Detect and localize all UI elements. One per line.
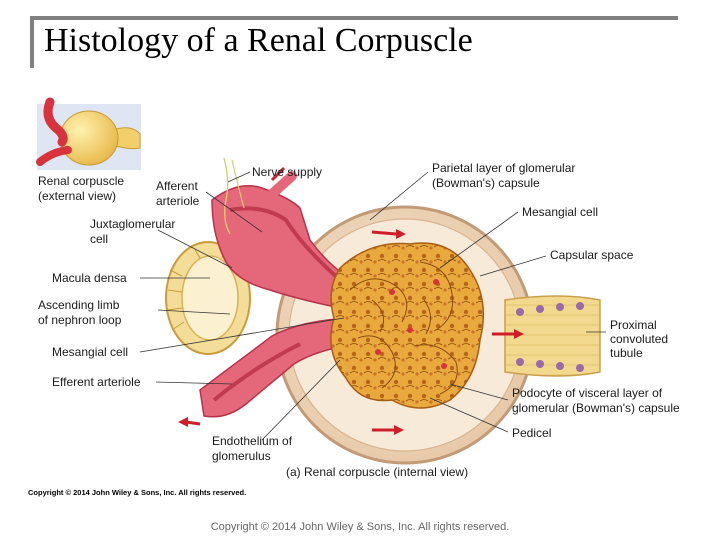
title-left-rule	[30, 16, 34, 68]
main-diagram	[165, 157, 601, 465]
label-renal-corpuscle-external: Renal corpuscle	[38, 174, 124, 188]
title-top-rule	[30, 16, 678, 20]
label-mesangial-cell-left: Mesangial cell	[52, 345, 128, 359]
label-mesangial-cell-right: Mesangial cell	[522, 205, 598, 219]
glomerulus	[330, 242, 485, 409]
label-proximal-tubule: Proximal	[610, 318, 657, 332]
label-podocyte-2: glomerular (Bowman's) capsule	[512, 401, 680, 415]
label-parietal-layer: Parietal layer of glomerular	[432, 161, 575, 175]
label-juxtaglomerular-cell-2: cell	[90, 232, 108, 246]
label-nerve-supply: Nerve supply	[252, 165, 322, 179]
leader-lines	[139, 171, 606, 441]
image-credit: Copyright © 2014 John Wiley & Sons, Inc.…	[28, 488, 246, 497]
label-endothelium-2: glomerulus	[212, 449, 271, 463]
label-efferent-arteriole: Efferent arteriole	[52, 375, 141, 389]
external-view-inset	[36, 97, 141, 170]
label-internal-view: (a) Renal corpuscle (internal view)	[286, 465, 468, 479]
efferent-external-icon	[36, 146, 72, 166]
label-ascending-limb: Ascending limb	[38, 298, 120, 312]
flow-arrows	[178, 166, 524, 435]
label-macula-densa: Macula densa	[52, 271, 127, 285]
afferent-external-icon	[43, 97, 68, 147]
label-renal-corpuscle-external-2: (external view)	[38, 189, 116, 203]
label-proximal-tubule-2: convoluted	[610, 332, 668, 346]
label-capsular-space: Capsular space	[550, 248, 634, 262]
label-afferent-arteriole-2: arteriole	[156, 194, 200, 208]
footer-copyright: Copyright © 2014 John Wiley & Sons, Inc.…	[210, 521, 510, 533]
slide-title: Histology of a Renal Corpuscle	[44, 22, 473, 59]
label-pedicel: Pedicel	[512, 426, 551, 440]
label-proximal-tubule-3: tubule	[610, 346, 643, 360]
label-afferent-arteriole: Afferent	[156, 179, 198, 193]
nerve-fiber	[223, 157, 231, 235]
label-podocyte: Podocyte of visceral layer of	[512, 386, 663, 400]
label-juxtaglomerular-cell: Juxtaglomerular	[90, 217, 175, 231]
label-ascending-limb-2: of nephron loop	[38, 313, 122, 327]
title-frame	[30, 16, 678, 68]
label-endothelium: Endothelium of	[212, 434, 293, 448]
label-parietal-layer-2: (Bowman's) capsule	[432, 176, 540, 190]
proximal-tubule	[504, 295, 601, 377]
capsule-external-icon	[59, 110, 119, 166]
